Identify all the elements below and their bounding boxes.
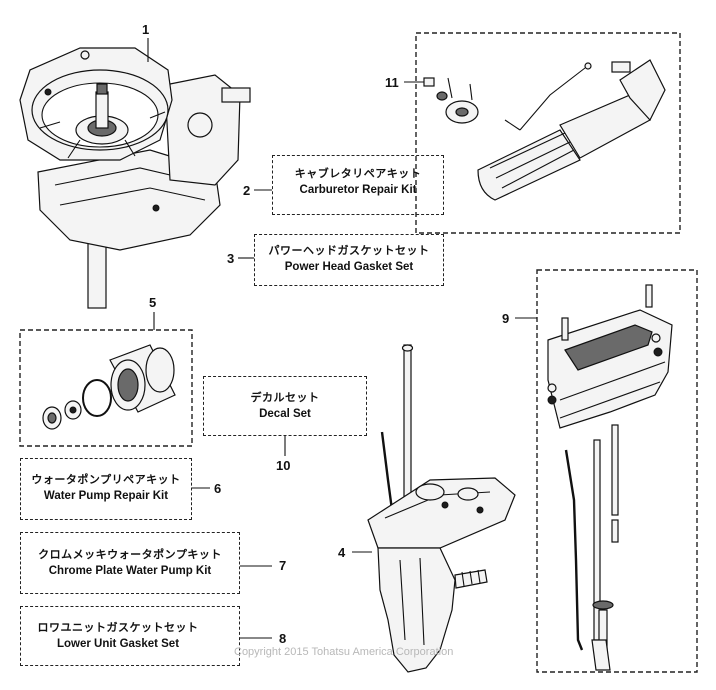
carburetor-kit-box — [272, 155, 444, 215]
tiller-box — [415, 32, 681, 234]
driveshaft-box — [536, 269, 698, 673]
chrome-pump-kit-label: クロムメッキウォータポンプキット Chrome Plate Water Pump… — [20, 547, 240, 579]
lower-unit-kit-label: ロワユニットガスケットセット Lower Unit Gasket Set — [20, 620, 216, 652]
water-pump-kit-label: ウォータポンプリペアキット Water Pump Repair Kit — [20, 472, 192, 504]
powerhead-kit-en: Power Head Gasket Set — [284, 261, 414, 273]
lower-unit-part — [367, 344, 516, 673]
callout-6: 6 — [214, 481, 222, 496]
carburetor-kit-label: キャブレタリペアキット Carburetor Repair Kit — [272, 166, 444, 198]
decal-set-box — [203, 376, 367, 436]
callout-11: 11 — [385, 75, 399, 90]
driveshaft-part — [547, 284, 673, 671]
callout-10: 10 — [276, 458, 291, 473]
water-pump-kit-jp: ウォータポンプリペアキット — [31, 473, 181, 486]
decal-set-en: Decal Set — [259, 408, 311, 420]
callout-9: 9 — [502, 311, 510, 326]
chrome-pump-kit-jp: クロムメッキウォータポンプキット — [38, 548, 222, 561]
chrome-pump-kit-box — [20, 532, 240, 594]
callout-7: 7 — [279, 558, 287, 573]
powerhead-kit-label: パワーヘッドガスケットセット Power Head Gasket Set — [254, 243, 444, 275]
lower-unit-kit-box — [20, 606, 240, 666]
carburetor-kit-en: Carburetor Repair Kit — [299, 184, 417, 196]
callout-5: 5 — [149, 295, 157, 310]
water-pump-kit-box — [20, 458, 192, 520]
callout-1: 1 — [142, 22, 150, 37]
carburetor-kit-jp: キャブレタリペアキット — [294, 167, 422, 180]
tiller-handle-part — [423, 59, 666, 201]
callout-3: 3 — [227, 251, 235, 266]
callout-4: 4 — [338, 545, 346, 560]
chrome-pump-kit-en: Chrome Plate Water Pump Kit — [48, 565, 212, 577]
lower-unit-kit-en: Lower Unit Gasket Set — [56, 638, 180, 650]
water-pump-part — [42, 344, 176, 430]
water-pump-kit-en: Water Pump Repair Kit — [43, 490, 169, 502]
callout-8: 8 — [279, 631, 287, 646]
copyright-text: Copyright 2015 Tohatsu America Corporati… — [234, 646, 454, 658]
power-head-part — [19, 47, 251, 309]
decal-set-label: デカルセット Decal Set — [203, 390, 367, 422]
callout-2: 2 — [243, 183, 251, 198]
powerhead-kit-box — [254, 234, 444, 286]
decal-set-jp: デカルセット — [250, 391, 320, 404]
powerhead-kit-jp: パワーヘッドガスケットセット — [268, 244, 430, 257]
lower-unit-kit-jp: ロワユニットガスケットセット — [37, 621, 199, 634]
